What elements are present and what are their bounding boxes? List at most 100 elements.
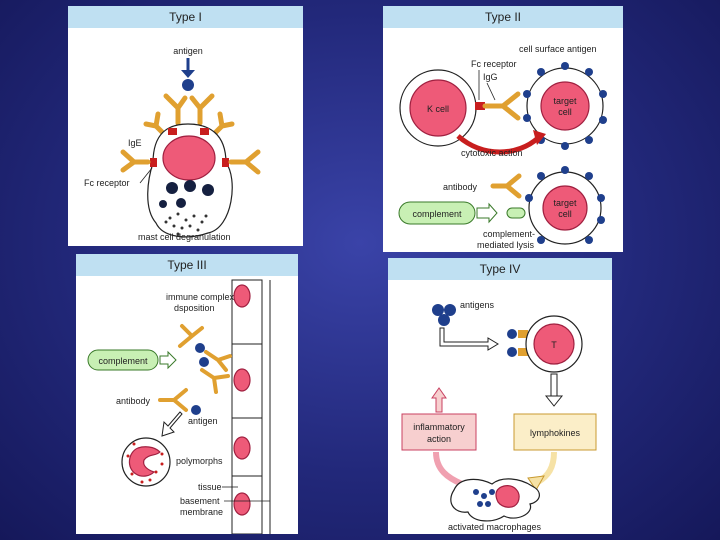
granule bbox=[176, 198, 186, 208]
type1-fc-receptor-label: Fc receptor bbox=[84, 178, 130, 188]
immune-complex-antibody-3 bbox=[200, 368, 230, 394]
k-cell-nucleus bbox=[409, 79, 467, 137]
type2-fc-receptor-label: Fc receptor bbox=[471, 59, 517, 69]
fc-receptor-pointer bbox=[139, 167, 153, 184]
immune-complex-antigen bbox=[195, 343, 205, 353]
type3-title: Type III bbox=[76, 254, 298, 276]
t-cell-arrow-head bbox=[544, 395, 564, 407]
tissue-nucleus bbox=[233, 436, 251, 460]
type4-title: Type IV bbox=[388, 258, 612, 280]
type4-lymphokines: lymphokines bbox=[530, 428, 581, 438]
type2-target-label-1b: cell bbox=[558, 107, 572, 117]
antigen-arrow-head bbox=[181, 70, 195, 78]
antibody-icon bbox=[490, 173, 522, 199]
granule bbox=[159, 200, 167, 208]
type2-complement-label: complement bbox=[412, 209, 462, 219]
tissue-nucleus bbox=[233, 492, 251, 516]
type3-tissue-label: tissue bbox=[198, 482, 222, 492]
antigen-icon bbox=[182, 79, 194, 91]
surface-antigens-1 bbox=[523, 62, 607, 150]
type2-diagram: cell surface antigen Fc receptor IgG K c… bbox=[398, 44, 607, 250]
type3-diagram: immune complex dsposition complement ant… bbox=[87, 279, 271, 534]
antigens-cluster bbox=[432, 304, 456, 326]
polymorph-nucleus bbox=[128, 446, 161, 477]
lymphokines-box bbox=[513, 413, 597, 451]
igg-pointer bbox=[486, 82, 496, 101]
type3-polymorphs-label: polymorphs bbox=[176, 456, 223, 466]
t-cell-nucleus bbox=[533, 323, 575, 365]
complement-badge bbox=[398, 201, 476, 225]
tcr-receptor bbox=[518, 330, 528, 338]
type1-antigen-label: antigen bbox=[173, 46, 203, 56]
macrophage-granules bbox=[473, 489, 495, 507]
type3-panel: Type III immune complex dsposition compl… bbox=[76, 254, 298, 534]
ige-antibody-side-left bbox=[120, 149, 151, 173]
tissue-column bbox=[231, 279, 263, 534]
complement-badge bbox=[87, 349, 159, 371]
type2-cytotoxic-label: cytotoxic action bbox=[461, 148, 523, 158]
ige-antibody-left bbox=[163, 93, 188, 126]
type2-complement-lysis-1: complement- bbox=[483, 229, 535, 239]
type3-complement-label: complement bbox=[98, 356, 148, 366]
inflammatory-box bbox=[401, 413, 477, 451]
type4-t-label: T bbox=[551, 340, 557, 350]
ige-antibody-side-right bbox=[228, 149, 261, 175]
type3-antigen-label: antigen bbox=[188, 416, 218, 426]
fc-receptor-2 bbox=[200, 128, 209, 135]
antigen-path-arrow bbox=[439, 327, 499, 351]
type2-complement-lysis-2: mediated lysis bbox=[477, 240, 535, 250]
type1-degranulation-label: mast cell degranulation bbox=[138, 232, 231, 242]
type4-diagram: antigens T inflammatory action lymphokin… bbox=[401, 300, 597, 532]
granule bbox=[202, 184, 214, 196]
tissue-nucleus bbox=[233, 368, 251, 392]
immune-complex-antigen-2 bbox=[199, 357, 209, 367]
chemotaxis-arrow bbox=[161, 411, 183, 437]
fc-receptor-1 bbox=[168, 128, 177, 135]
fc-receptor-3 bbox=[150, 158, 157, 167]
type3-antibody-label: antibody bbox=[116, 396, 151, 406]
type1-diagram: antigen IgE Fc receptor mast c bbox=[84, 46, 261, 242]
antigen-icon bbox=[191, 405, 201, 415]
type2-igg-label: IgG bbox=[483, 72, 498, 82]
inflammatory-arrow bbox=[431, 387, 447, 413]
igg-antibody bbox=[482, 91, 521, 121]
type4-antigens-label: antigens bbox=[460, 300, 495, 310]
t-cell-arrow bbox=[550, 373, 558, 399]
granule bbox=[184, 180, 196, 192]
type4-activated-macrophages: activated macrophages bbox=[448, 522, 542, 532]
type4-panel: Type IV antigens T inflammatory action l… bbox=[388, 258, 612, 534]
tcr-receptor bbox=[518, 348, 528, 356]
macrophage-to-inflammatory-arrow bbox=[433, 451, 464, 487]
granule bbox=[166, 182, 178, 194]
type1-title: Type I bbox=[68, 6, 303, 28]
type4-inflammatory-1: inflammatory bbox=[413, 422, 465, 432]
type2-k-cell-label: K cell bbox=[427, 104, 449, 114]
activated-macrophage bbox=[450, 478, 540, 522]
cytotoxic-arrow bbox=[456, 134, 540, 155]
complement-arrow bbox=[159, 350, 177, 370]
target-cell-2-nucleus bbox=[542, 185, 588, 231]
ige-antibody-right bbox=[189, 93, 215, 126]
tissue-nucleus bbox=[233, 284, 251, 308]
tcr-antigens bbox=[507, 329, 517, 357]
type4-inflammatory-2: action bbox=[427, 434, 451, 444]
type2-antibody-label: antibody bbox=[443, 182, 478, 192]
fc-receptor bbox=[475, 102, 485, 110]
polymorph-granules bbox=[126, 442, 164, 484]
released-granules bbox=[164, 212, 208, 236]
immune-complex-antibody bbox=[178, 324, 204, 348]
macrophage-nucleus bbox=[495, 485, 520, 508]
lymphokine-arrow-head bbox=[527, 475, 545, 491]
mast-cell-nucleus bbox=[162, 135, 216, 181]
complement-fragment bbox=[506, 207, 526, 219]
type2-target-label-2: target bbox=[553, 198, 577, 208]
fc-receptor-4 bbox=[222, 158, 229, 167]
type1-ige-label: IgE bbox=[128, 138, 142, 148]
antibody-icon bbox=[158, 388, 188, 412]
target-cell-1-nucleus bbox=[540, 81, 590, 131]
type2-target-label-2b: cell bbox=[558, 209, 572, 219]
type2-panel: Type II cell surface antigen Fc receptor… bbox=[383, 6, 623, 252]
type2-title: Type II bbox=[383, 6, 623, 28]
type3-basement-2: membrane bbox=[180, 507, 223, 517]
cytotoxic-arrow-head bbox=[533, 130, 546, 145]
